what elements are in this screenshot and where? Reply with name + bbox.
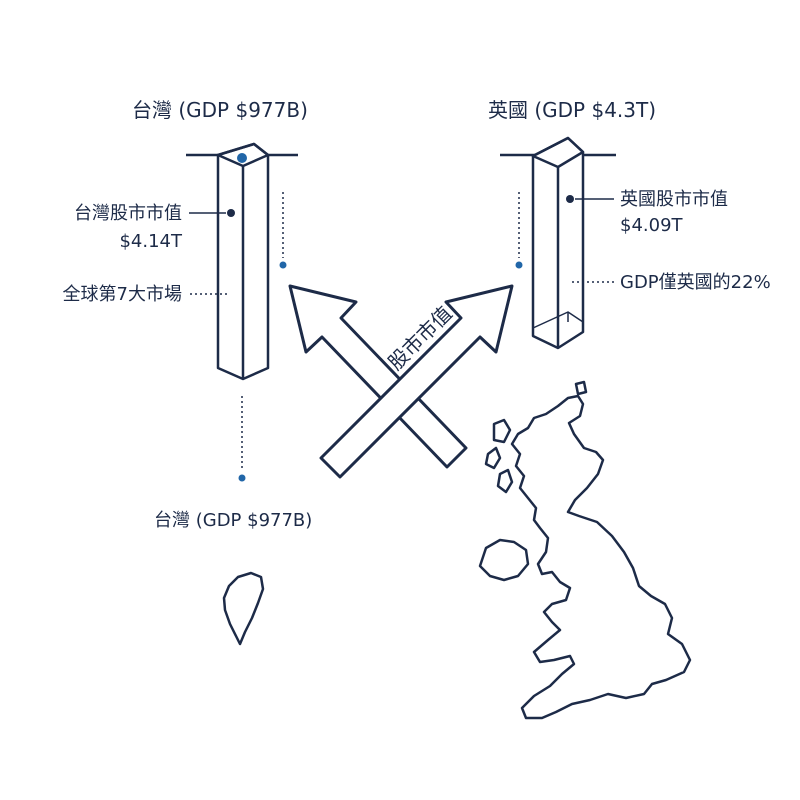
arrow-to-uk (319, 284, 514, 479)
uk-market-cap-value: $4.09T (620, 215, 683, 236)
taiwan-market-cap-value: $4.14T (119, 231, 182, 252)
taiwan-column (186, 142, 298, 381)
taiwan-map-label: 台灣 (GDP $977B) (154, 510, 313, 531)
uk-market-cap-label: 英國股市市值 (620, 189, 728, 210)
uk-gdp-note: GDP僅英國的22% (620, 272, 771, 293)
uk-side-dot (515, 261, 523, 269)
taiwan-bottom-dot (238, 474, 246, 482)
uk-map-icon (478, 380, 692, 720)
taiwan-side-dot (279, 261, 287, 269)
arrow-to-taiwan (288, 284, 468, 469)
uk-column (500, 136, 616, 350)
uk-title: 英國 (GDP $4.3T) (488, 98, 657, 122)
taiwan-map-icon (222, 571, 265, 646)
taiwan-title: 台灣 (GDP $977B) (132, 98, 308, 122)
taiwan-rank-label: 全球第7大市場 (62, 284, 182, 305)
taiwan-market-cap-marker (227, 209, 235, 217)
uk-market-cap-marker (566, 195, 574, 203)
taiwan-market-cap-label: 台灣股市市值 (74, 203, 182, 224)
taiwan-column-top-dot (237, 153, 247, 163)
